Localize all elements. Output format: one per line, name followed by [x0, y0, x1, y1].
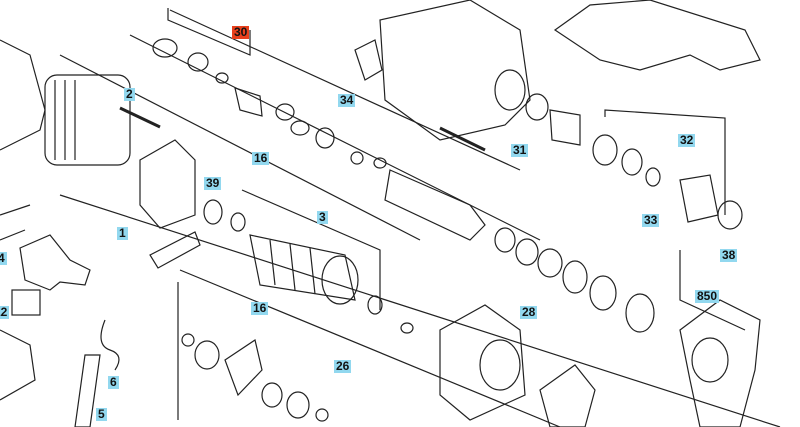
- gearbox-lower: [439, 304, 526, 421]
- gasket: [539, 364, 596, 427]
- part-label-30[interactable]: 30: [232, 25, 250, 39]
- brush-clip: [149, 231, 201, 269]
- part-label-38[interactable]: 38: [720, 248, 738, 262]
- part-label-26[interactable]: 26: [334, 359, 352, 373]
- bracket-34: [354, 39, 383, 81]
- aux-handle: [679, 299, 761, 427]
- cable-sleeve: [74, 354, 101, 427]
- part-label-16[interactable]: 16: [252, 151, 270, 165]
- o-ring: [152, 38, 178, 58]
- bearing: [203, 199, 223, 225]
- group-bracket: [241, 189, 381, 310]
- axis-line: [129, 34, 541, 241]
- crank: [224, 339, 263, 397]
- switch: [19, 234, 91, 291]
- group-bracket: [679, 250, 746, 331]
- gear-housing: [379, 0, 531, 141]
- part-label-32[interactable]: 32: [678, 133, 696, 147]
- part-label-2[interactable]: 2: [124, 87, 135, 101]
- group-bracket: [604, 109, 726, 215]
- axis-line: [179, 269, 561, 427]
- part-label-16b[interactable]: 16: [251, 301, 269, 315]
- part-label-34[interactable]: 34: [338, 93, 356, 107]
- axis-line: [59, 194, 781, 427]
- handle-part: [553, 0, 761, 71]
- brush-holder: [139, 139, 196, 229]
- part-label-12[interactable]: 12: [0, 306, 10, 319]
- group-bracket: [167, 8, 251, 56]
- part-label-39[interactable]: 39: [204, 176, 222, 190]
- gear: [194, 340, 220, 370]
- pin-part-30: [234, 87, 263, 117]
- field-coil: [44, 74, 131, 166]
- part-label-6[interactable]: 6: [108, 375, 119, 389]
- tool-holder: [679, 174, 719, 223]
- part-label-33[interactable]: 33: [642, 213, 660, 227]
- spindle: [384, 169, 486, 241]
- part-label-31[interactable]: 31: [511, 143, 529, 157]
- part-label-4[interactable]: 4: [0, 252, 7, 265]
- sleeve: [549, 109, 581, 146]
- capacitor: [11, 289, 41, 316]
- armature: [249, 234, 356, 301]
- screw: [439, 126, 486, 152]
- part-label-1[interactable]: 1: [117, 226, 128, 240]
- part-label-850[interactable]: 850: [695, 289, 720, 303]
- part-label-5[interactable]: 5: [96, 407, 107, 421]
- screw: [119, 106, 161, 129]
- axis-line: [169, 9, 521, 171]
- part-label-28[interactable]: 28: [520, 305, 538, 319]
- housing-part: [0, 39, 46, 151]
- cable: [100, 319, 120, 371]
- housing-part: [0, 329, 36, 401]
- axis-line: [59, 54, 421, 241]
- part-label-3[interactable]: 3: [317, 210, 328, 224]
